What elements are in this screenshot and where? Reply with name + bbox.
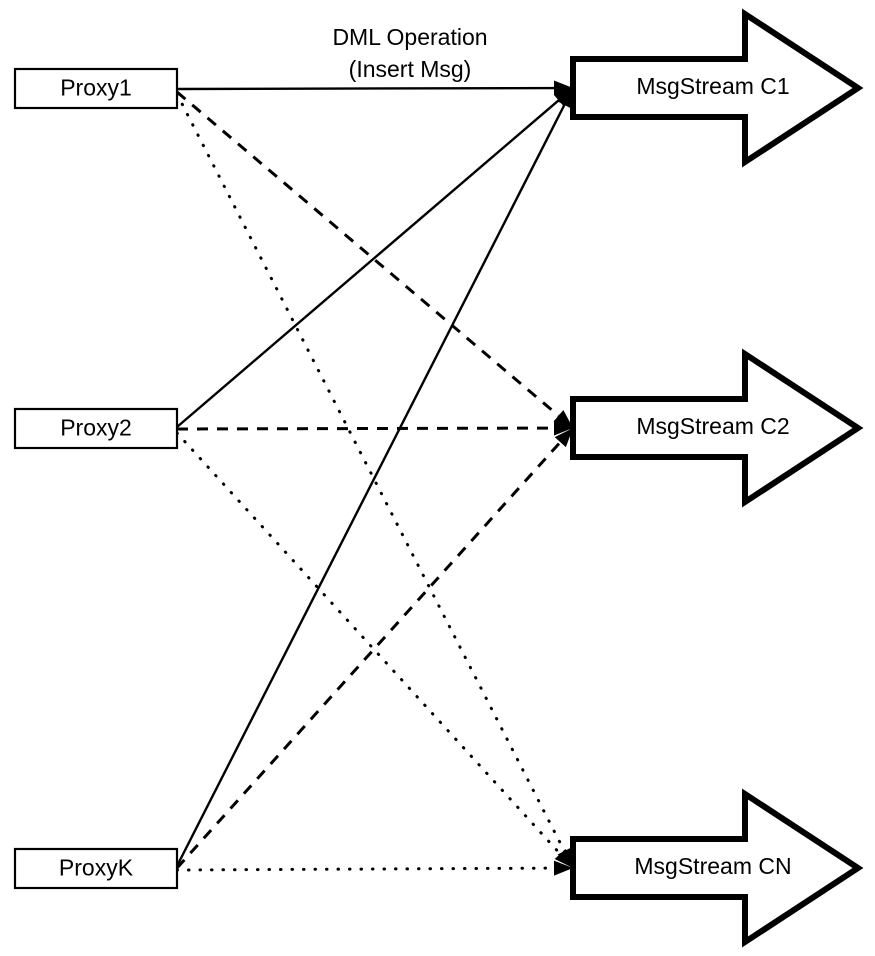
stream-arrow-shape xyxy=(570,788,864,948)
arrowheads-layer xyxy=(553,80,573,876)
arrowhead-pk-cn xyxy=(553,860,573,876)
edges-layer xyxy=(175,86,568,872)
edge-pk-cn xyxy=(175,866,559,872)
stream-node-stream_c1[interactable]: MsgStream C1 xyxy=(570,8,864,168)
proxy-box-rect xyxy=(13,407,179,450)
proxy-box-rect xyxy=(13,67,179,110)
arrowhead-p1-c1 xyxy=(553,80,573,96)
arrowhead-p1-c2 xyxy=(553,409,573,428)
stream-node-stream_c2[interactable]: MsgStream C2 xyxy=(570,348,864,508)
stream-label: MsgStream C2 xyxy=(636,413,789,439)
proxy-node-proxy1[interactable]: Proxy1 xyxy=(13,67,179,110)
arrowhead-pk-c1 xyxy=(557,88,573,109)
proxy-label: Proxy1 xyxy=(60,75,132,101)
caption-line-1: DML Operation xyxy=(332,24,487,50)
arrowhead-p2-c2 xyxy=(553,420,573,436)
streams-layer: MsgStream C1 MsgStream C2 MsgStream CN xyxy=(570,8,864,948)
caption-dml-operation: DML Operation (Insert Msg) xyxy=(332,24,487,82)
edge-p1-c2 xyxy=(176,90,562,419)
arrowhead-pk-c2 xyxy=(554,428,573,448)
proxy-label: ProxyK xyxy=(59,855,134,881)
stream-label: MsgStream C1 xyxy=(636,73,789,99)
caption-line-2: (Insert Msg) xyxy=(349,56,472,82)
proxy-node-proxyk[interactable]: ProxyK xyxy=(13,847,179,890)
proxy-box-rect xyxy=(13,847,179,890)
arrowhead-p2-cn xyxy=(554,848,573,868)
stream-arrow-shape xyxy=(570,348,864,508)
proxy-node-proxy2[interactable]: Proxy2 xyxy=(13,407,179,450)
edge-p2-c1 xyxy=(176,97,562,428)
edge-p1-c1 xyxy=(176,86,558,91)
proxy-label: Proxy2 xyxy=(60,415,132,441)
edge-p2-c2 xyxy=(176,426,558,431)
edge-p2-cn xyxy=(175,431,564,858)
stream-arrow-shape xyxy=(570,8,864,168)
stream-node-stream_cn[interactable]: MsgStream CN xyxy=(570,788,864,948)
edge-pk-c1 xyxy=(175,101,567,867)
stream-label: MsgStream CN xyxy=(634,853,791,879)
edge-p1-cn xyxy=(175,92,568,856)
edge-pk-c2 xyxy=(175,438,564,870)
